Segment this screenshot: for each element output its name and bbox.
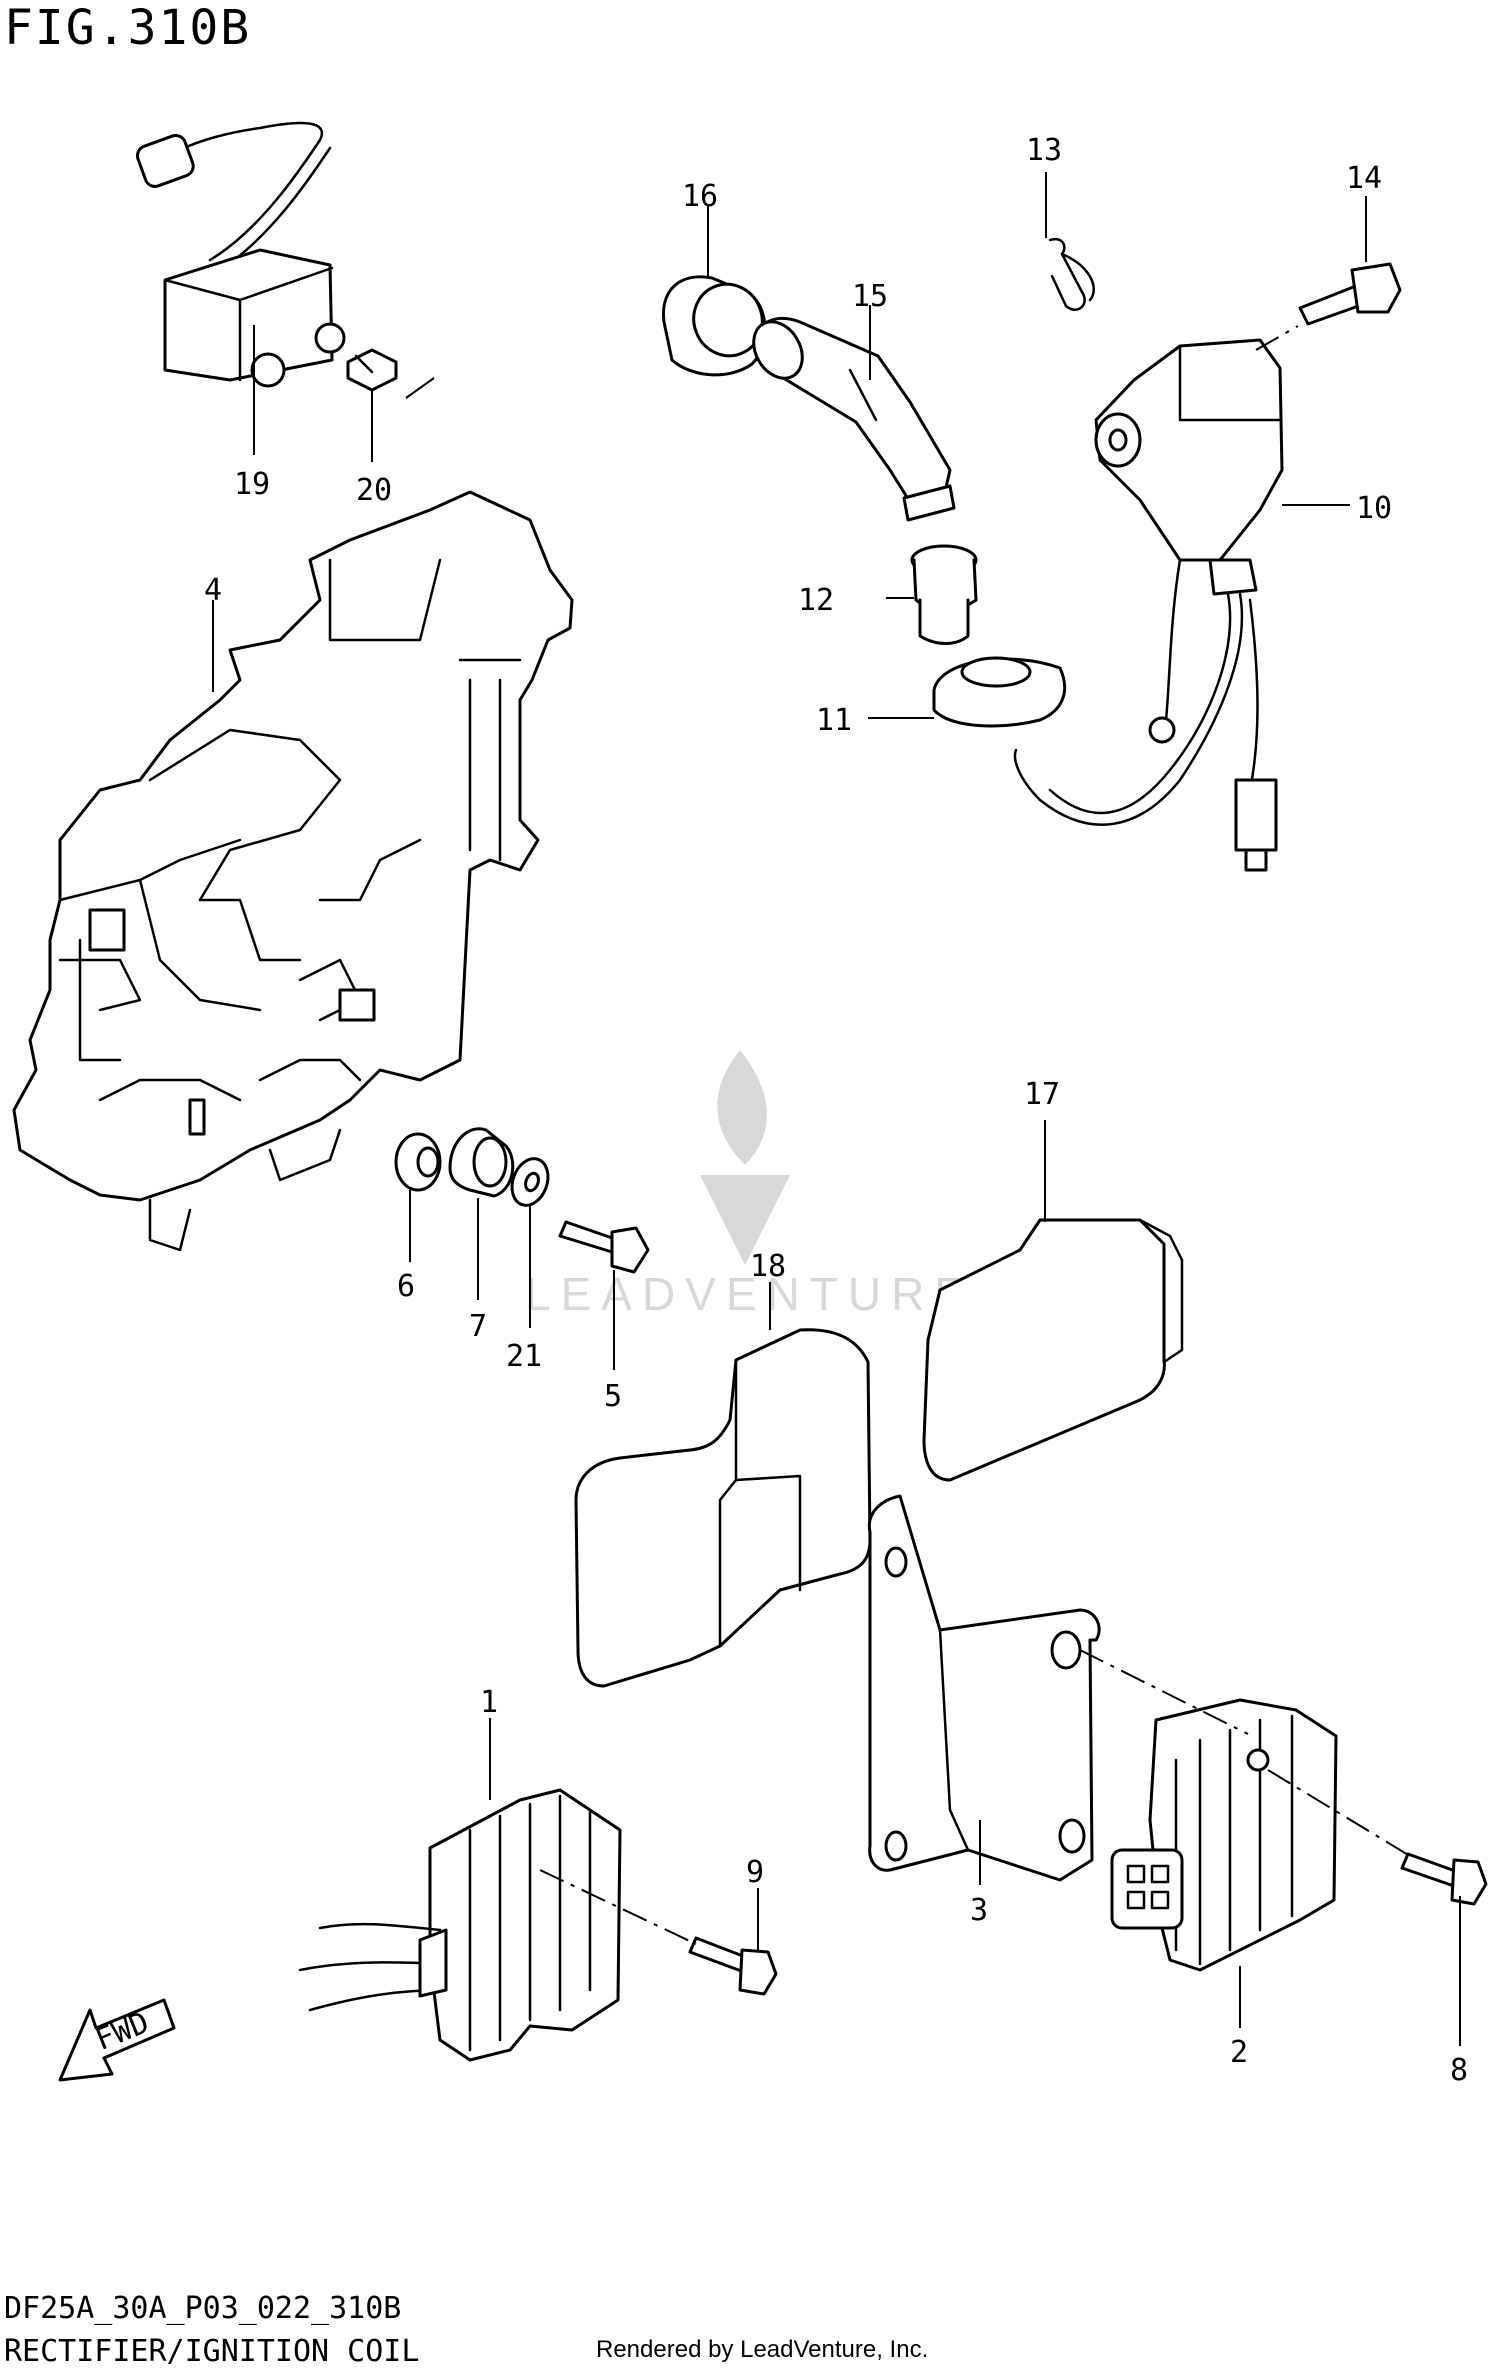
part-15-boot[interactable] xyxy=(744,313,956,522)
part-18-cover[interactable] xyxy=(574,1328,872,1688)
callout-5: 5 xyxy=(604,1379,622,1414)
leader-lines xyxy=(212,172,1461,2046)
callout-6: 6 xyxy=(397,1269,415,1304)
callout-15: 15 xyxy=(852,279,888,314)
watermark: LEADVENTURE xyxy=(525,1050,975,1320)
diagram-code: DF25A_30A_P03_022_310B xyxy=(4,2291,402,2326)
callout-12: 12 xyxy=(798,583,834,618)
part-13-clip[interactable] xyxy=(1048,237,1095,311)
callout-7: 7 xyxy=(469,1309,487,1344)
part-19-unit[interactable] xyxy=(135,121,346,388)
callout-16: 16 xyxy=(682,179,718,214)
callout-18: 18 xyxy=(750,1249,786,1284)
callout-21: 21 xyxy=(506,1339,542,1374)
part-1-rectifier[interactable] xyxy=(298,1788,622,2062)
callout-17: 17 xyxy=(1024,1077,1060,1112)
part-8-bolt[interactable] xyxy=(1400,1852,1488,1906)
part-4-housing[interactable] xyxy=(12,490,574,1252)
figure-title: FIG.310B xyxy=(4,0,252,56)
callout-11: 11 xyxy=(816,703,852,738)
part-14-bolt[interactable] xyxy=(1298,262,1402,326)
callout-2: 2 xyxy=(1230,2035,1248,2070)
part-3-bracket[interactable] xyxy=(867,1494,1101,1882)
part-2-rectifier[interactable] xyxy=(1110,1698,1338,1972)
render-credit: Rendered by LeadVenture, Inc. xyxy=(596,2336,929,2363)
callout-4: 4 xyxy=(204,573,222,608)
part-10-ignition-coil[interactable] xyxy=(1013,338,1284,872)
part-20-screw[interactable] xyxy=(346,348,398,392)
watermark-flame-icon xyxy=(700,1050,790,1265)
part-6-collar[interactable] xyxy=(394,1132,442,1192)
part-12-cap[interactable] xyxy=(910,544,978,645)
callouts: 19 20 4 6 7 21 5 16 15 13 14 10 12 11 17… xyxy=(204,133,1468,2088)
part-17-cdi[interactable] xyxy=(922,1218,1184,1482)
part-7-grommet[interactable] xyxy=(448,1127,515,1198)
part-9-bolt[interactable] xyxy=(688,1936,778,1996)
diagram-name: RECTIFIER/IGNITION COIL xyxy=(4,2334,420,2369)
fwd-arrow-icon: FWD xyxy=(58,1998,176,2082)
callout-10: 10 xyxy=(1356,491,1392,526)
part-16-cap[interactable] xyxy=(662,275,772,377)
callout-1: 1 xyxy=(480,1685,498,1720)
callout-13: 13 xyxy=(1026,133,1062,168)
callout-14: 14 xyxy=(1346,161,1382,196)
watermark-text: LEADVENTURE xyxy=(525,1268,975,1320)
callout-20: 20 xyxy=(356,473,392,508)
callout-9: 9 xyxy=(746,1855,764,1890)
callout-19: 19 xyxy=(234,467,270,502)
part-11-grommet[interactable] xyxy=(932,656,1067,728)
callout-8: 8 xyxy=(1450,2053,1468,2088)
part-5-bolt[interactable] xyxy=(558,1220,650,1274)
callout-3: 3 xyxy=(970,1893,988,1928)
part-21-washer[interactable] xyxy=(506,1154,554,1211)
